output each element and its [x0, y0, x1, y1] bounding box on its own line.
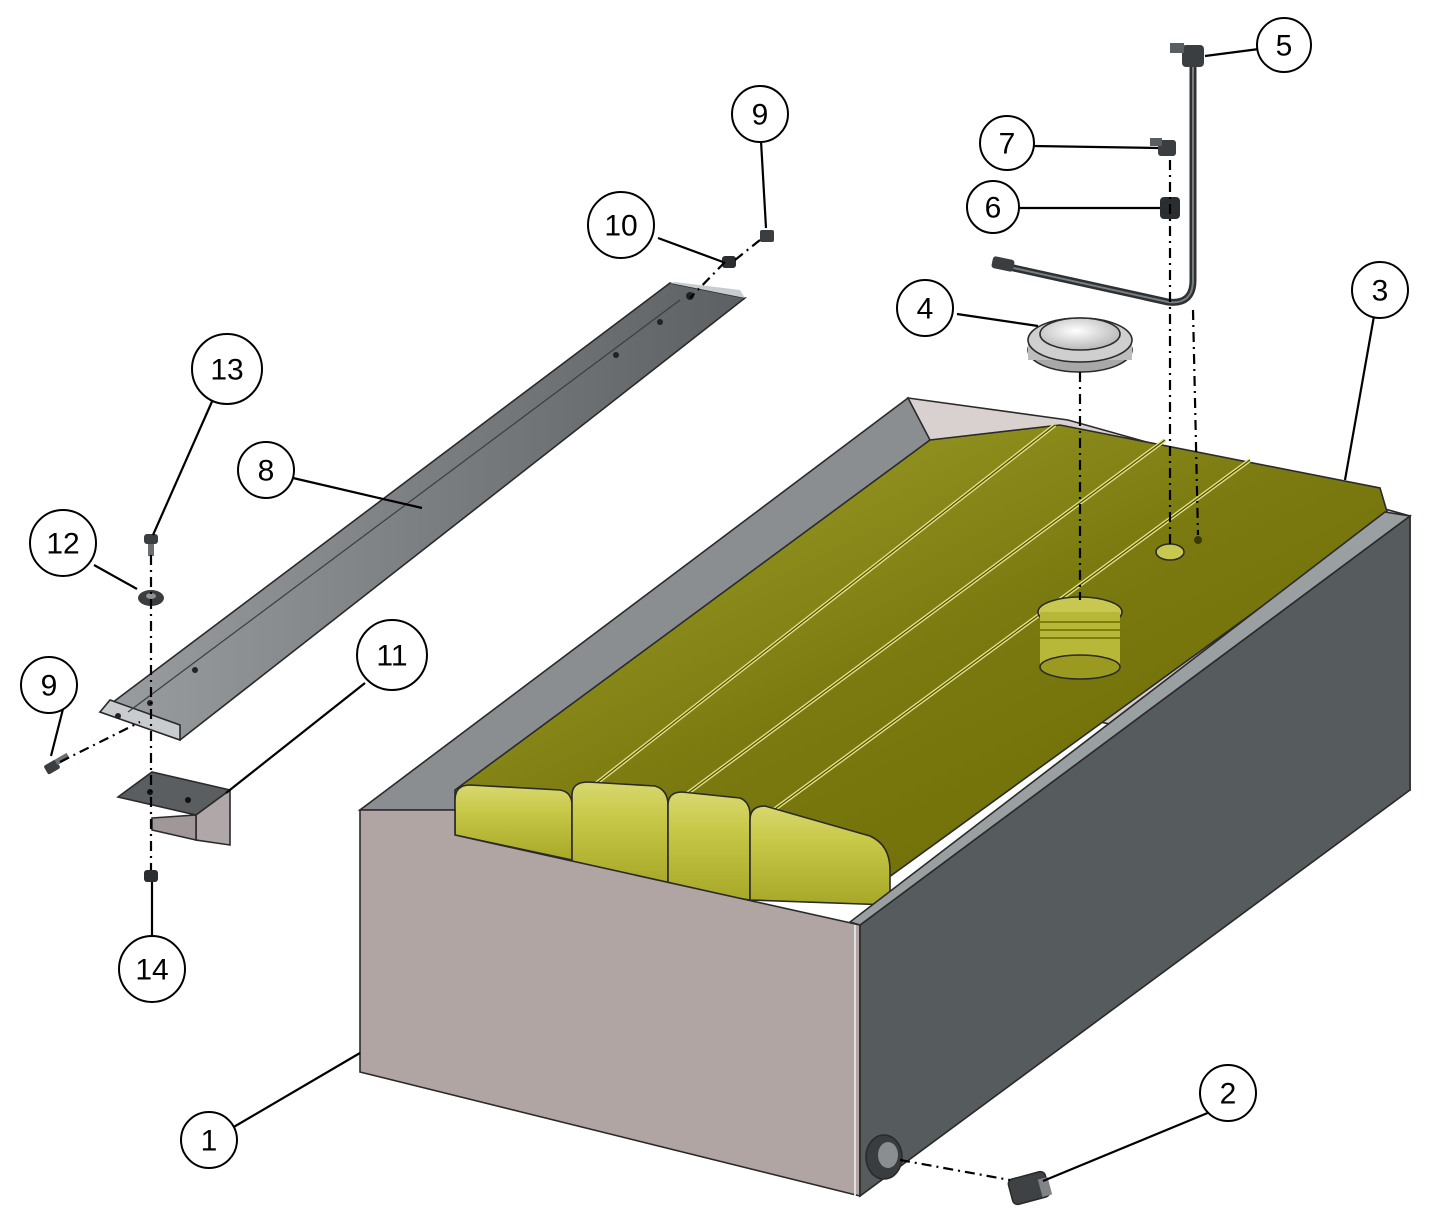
filler-cap: [1027, 317, 1133, 373]
callout-13: 13: [191, 333, 263, 405]
callout-label: 10: [604, 210, 637, 243]
callout-12: 12: [29, 509, 97, 577]
callout-label: 6: [985, 192, 1002, 225]
fill-neck: [1037, 596, 1123, 680]
callout-label: 4: [917, 293, 934, 326]
callout-circle: [118, 935, 186, 1003]
nut-10: [722, 256, 736, 268]
callout-circle: [191, 333, 263, 405]
callout-11: 11: [356, 619, 428, 691]
callout-14: 14: [118, 935, 186, 1003]
callout-circle: [1351, 261, 1409, 319]
callout-label: 1: [201, 1125, 218, 1158]
drain-fitting: [865, 1134, 903, 1180]
sender-tube: [991, 43, 1204, 306]
callout-label: 3: [1372, 275, 1389, 308]
callout-9b: 9: [731, 85, 789, 143]
callout-circle: [20, 656, 78, 714]
callout-circle: [979, 115, 1035, 171]
callout-5: 5: [1256, 17, 1312, 73]
callout-circle: [356, 619, 428, 691]
callout-6: 6: [966, 180, 1020, 234]
callout-8: 8: [237, 441, 295, 499]
washer-12: [138, 590, 164, 606]
enclosure: [359, 511, 1412, 1198]
callout-label: 9: [752, 99, 769, 132]
callout-circle: [966, 180, 1020, 234]
callout-circle: [180, 1111, 238, 1169]
callout-label: 14: [135, 954, 168, 987]
angle-bracket: [116, 771, 232, 846]
assembly-centerlines: [59, 160, 1200, 1182]
callout-label: 11: [376, 640, 407, 673]
callout-2: 2: [1199, 1064, 1257, 1122]
hold-down-strap: [98, 282, 747, 742]
callout-circle: [1199, 1064, 1257, 1122]
nut-14: [144, 870, 158, 882]
callout-7: 7: [979, 115, 1035, 171]
drain-plug: [1007, 1170, 1053, 1206]
elbow-fitting-7: [1150, 138, 1176, 156]
screw-9-upper: [760, 230, 774, 242]
callout-circle: [1256, 17, 1312, 73]
screw-9-lower: [44, 752, 70, 775]
callout-circle: [29, 509, 97, 577]
callout-label: 8: [258, 455, 275, 488]
callout-circle: [731, 85, 789, 143]
callout-label: 5: [1276, 30, 1293, 63]
callout-label: 2: [1220, 1078, 1237, 1111]
callout-circle: [237, 441, 295, 499]
callout-10: 10: [587, 191, 655, 259]
callout-circle: [587, 191, 655, 259]
bolt-13: [144, 534, 158, 556]
leader-lines: [49, 47, 1376, 1183]
callout-1: 1: [180, 1111, 238, 1169]
callout-9a: 9: [20, 656, 78, 714]
callout-3: 3: [1351, 261, 1409, 319]
callout-label: 13: [210, 354, 243, 387]
callout-label: 7: [999, 128, 1016, 161]
callout-circle: [896, 279, 954, 337]
callout-4: 4: [896, 279, 954, 337]
callout-label: 12: [46, 528, 79, 561]
callout-label: 9: [41, 670, 58, 703]
